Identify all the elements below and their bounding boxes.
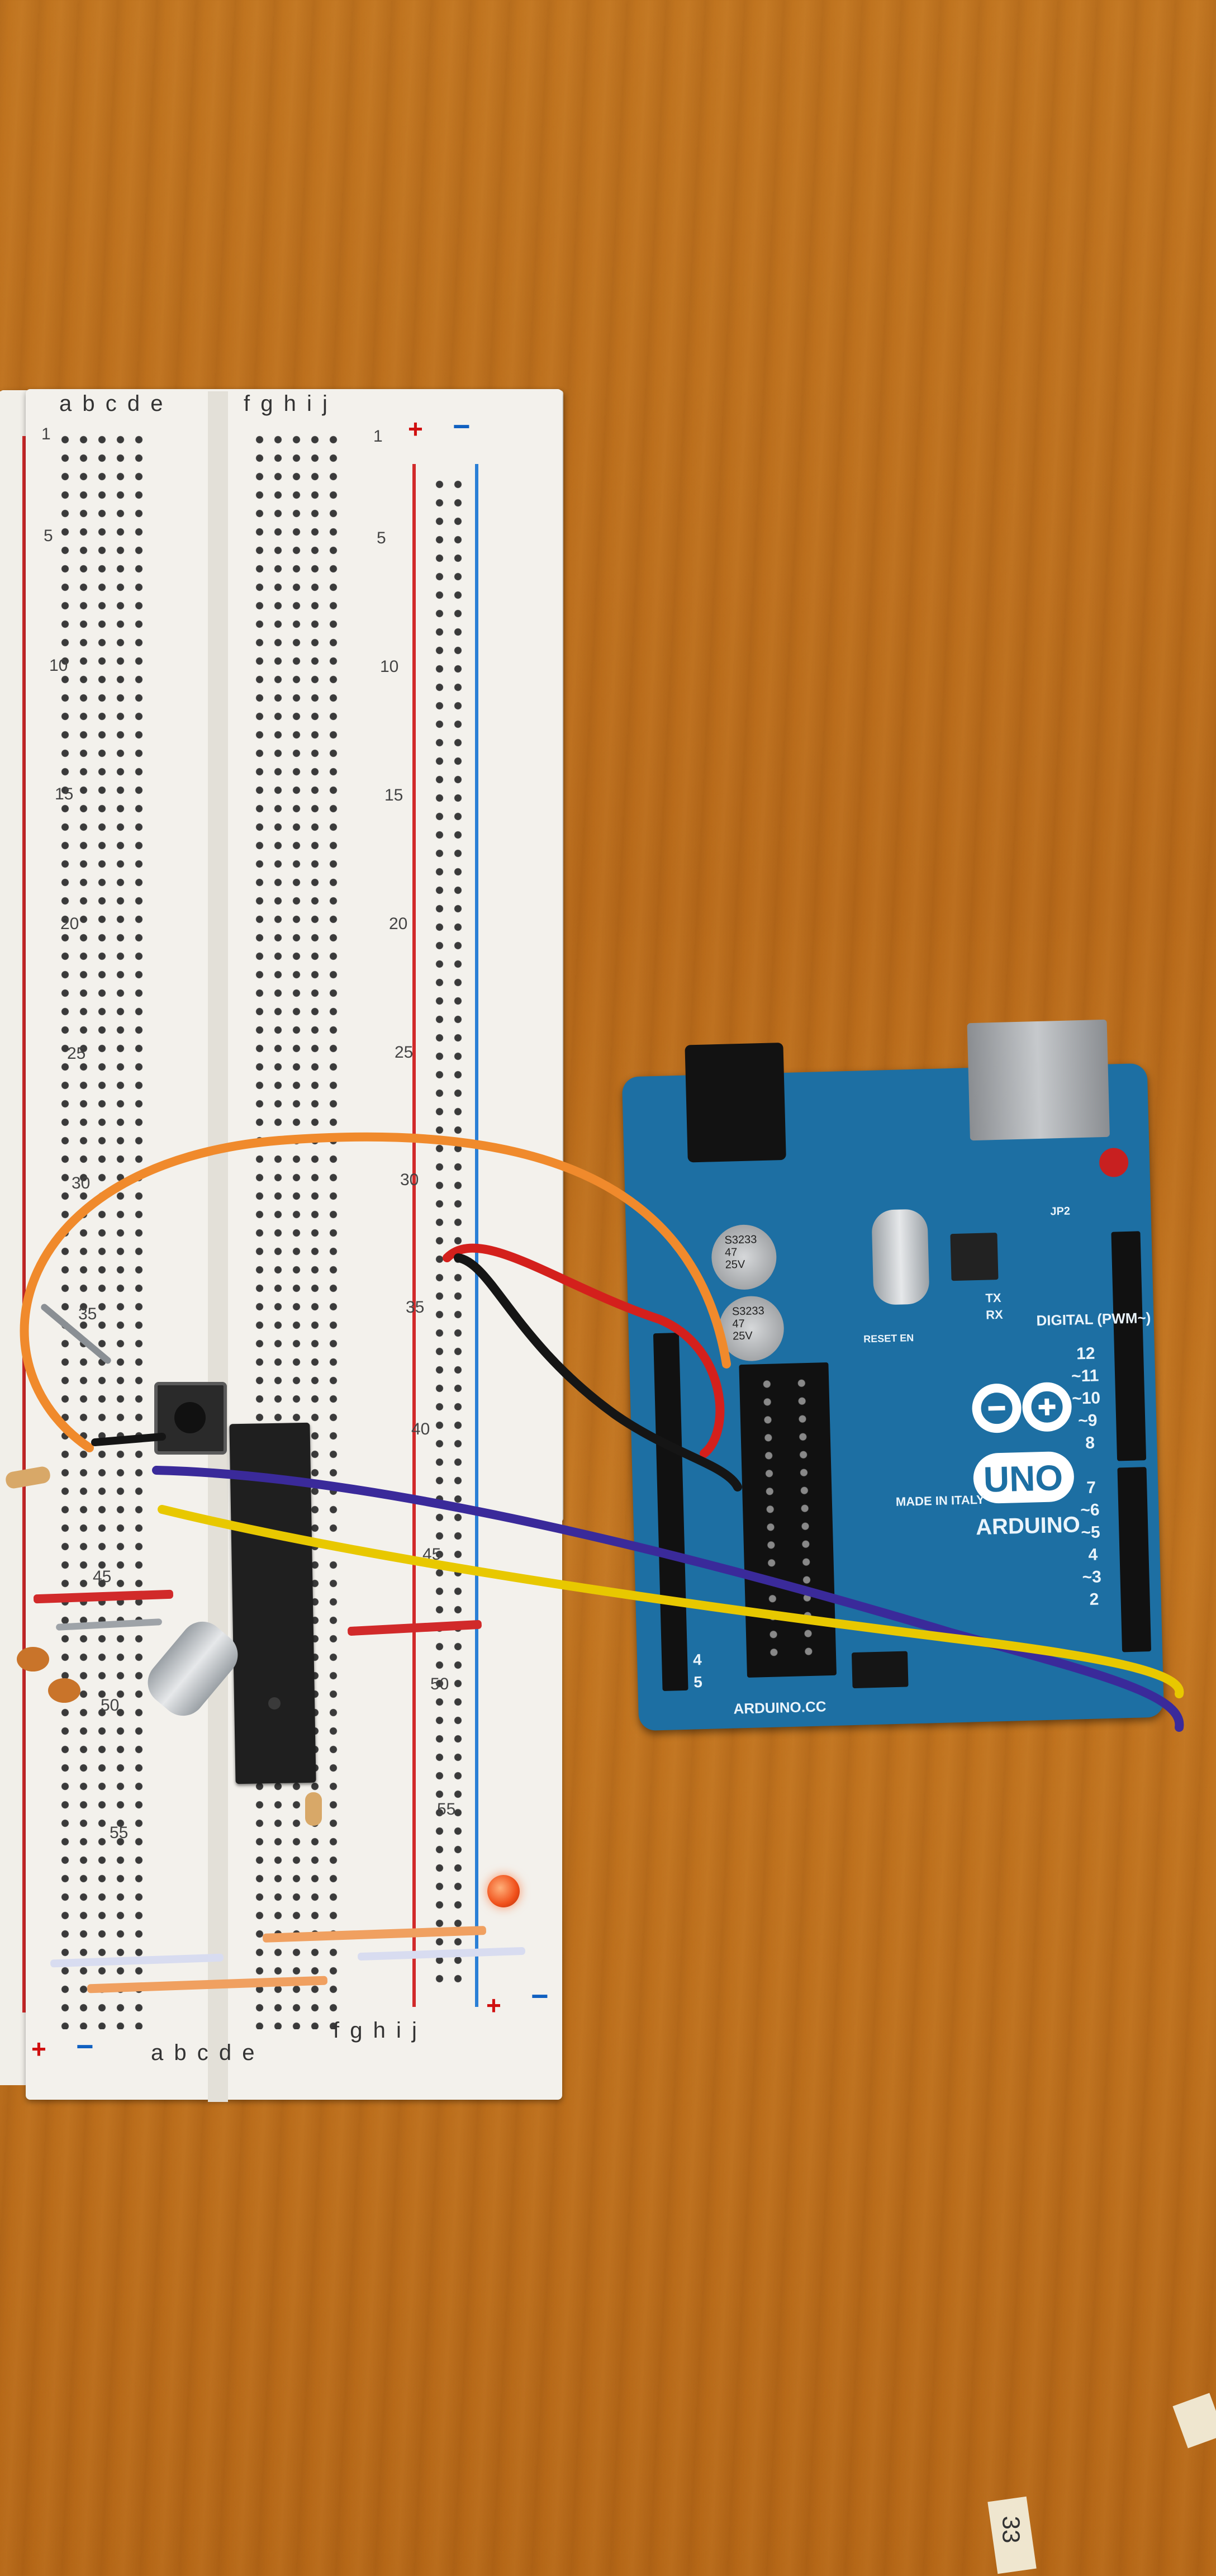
push-button-cap xyxy=(174,1402,206,1433)
row-number-10-right: 10 xyxy=(380,657,399,676)
column-labels-top-right: f g h i j xyxy=(244,391,330,416)
center-channel xyxy=(208,391,228,2102)
right-rail-red-line xyxy=(412,464,416,2007)
right-rail-blue-line xyxy=(475,464,478,2007)
rail-minus-bottom-left: − xyxy=(76,2030,94,2063)
row-number-15: 15 xyxy=(55,785,74,803)
push-button xyxy=(154,1382,227,1455)
red-wire xyxy=(443,1243,725,1458)
column-labels-bottom-right: f g h i j xyxy=(333,2018,419,2043)
ceramic-capacitor-1 xyxy=(17,1647,49,1671)
rail-minus-bottom-right: − xyxy=(531,1980,549,2013)
terminal-holes-a-e xyxy=(56,430,149,2029)
row-number-15-right: 15 xyxy=(384,786,403,804)
row-number-35-right: 35 xyxy=(406,1298,425,1317)
arduino-logo-icon xyxy=(965,1378,1079,1437)
orange-wire xyxy=(20,1132,731,1452)
chip-pin1-dot xyxy=(268,1697,281,1710)
led-red xyxy=(487,1875,520,1907)
row-number-5-right: 5 xyxy=(377,529,386,547)
arduino-uno-board: S3233 47 25V S3233 47 25V UNO ARDUINO MA… xyxy=(621,1019,1165,1731)
right-rail-holes xyxy=(430,475,467,1985)
row-number-20-right: 20 xyxy=(389,915,408,933)
row-number-25-right: 25 xyxy=(395,1043,414,1062)
row-number-45: 45 xyxy=(93,1568,112,1586)
row-number-50-right: 50 xyxy=(430,1675,449,1693)
row-number-1: 1 xyxy=(41,425,51,443)
row-number-10: 10 xyxy=(49,656,68,675)
row-number-55-right: 55 xyxy=(437,1800,456,1819)
rail-plus-bottom-left: + xyxy=(31,2034,46,2063)
row-number-35: 35 xyxy=(78,1305,97,1323)
yellow-wire xyxy=(158,1505,1184,1698)
left-rail-red-line xyxy=(22,436,26,2012)
row-number-25: 25 xyxy=(67,1044,86,1063)
row-number-30: 30 xyxy=(72,1174,91,1192)
column-labels-top-left: a b c d e xyxy=(59,391,165,416)
row-number-50: 50 xyxy=(101,1696,120,1715)
row-number-55: 55 xyxy=(110,1824,129,1842)
corner-paper-text: 33 xyxy=(997,2516,1025,2544)
purple-wire xyxy=(152,1466,1184,1732)
black-wire xyxy=(454,1253,742,1491)
row-number-40-right: 40 xyxy=(411,1420,430,1438)
row-number-30-right: 30 xyxy=(400,1171,419,1189)
column-labels-bottom-left: a b c d e xyxy=(151,2040,257,2065)
rail-plus-top: + xyxy=(408,414,423,443)
row-number-5: 5 xyxy=(44,527,53,545)
black-short-wire xyxy=(91,1433,166,1446)
row-number-20: 20 xyxy=(60,915,79,933)
rail-plus-bottom-right: + xyxy=(486,1991,501,2020)
row-number-1-right: 1 xyxy=(373,427,383,446)
ceramic-capacitor-2 xyxy=(48,1678,80,1703)
resistor-bottom xyxy=(305,1792,322,1826)
rail-minus-top: − xyxy=(453,410,471,443)
